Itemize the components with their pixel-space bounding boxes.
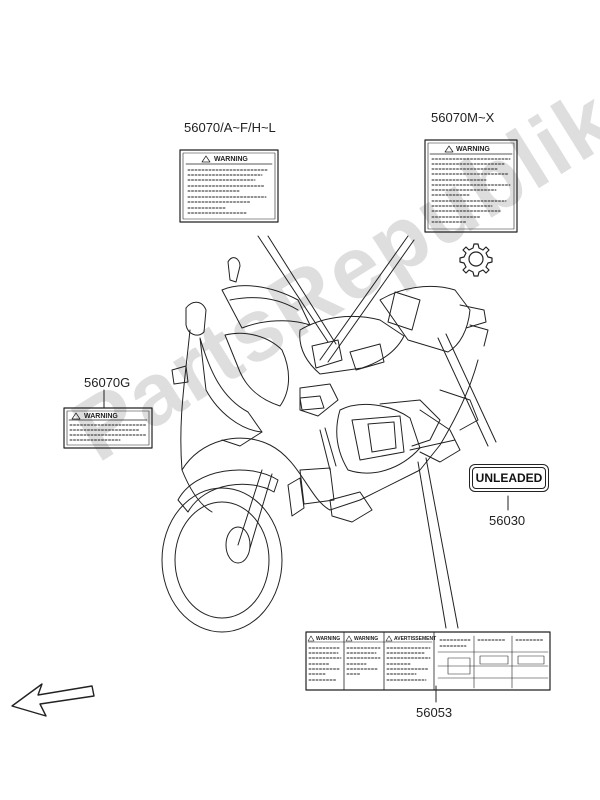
multi-language-label-sticker [305, 631, 551, 691]
part-number-unleaded: 56030 [489, 513, 526, 528]
warning-label-sticker-g [63, 407, 153, 449]
unleaded-text: UNLEADED [472, 467, 546, 489]
gear-icon [459, 243, 493, 277]
sticker-g-warning-text: WARNING [84, 413, 118, 420]
part-number-warning-g: 56070G [84, 375, 131, 390]
part-number-multi-label: 56053 [416, 705, 453, 720]
multi-sticker-warning-text-1: WARNING [316, 636, 340, 642]
warning-label-sticker-a [179, 149, 279, 223]
leader-lines [103, 235, 509, 703]
unleaded-label-sticker: UNLEADED [469, 464, 549, 492]
multi-sticker-warning-text-2: WARNING [354, 636, 378, 642]
multi-sticker-avertissement-text: AVERTISSEMENT [394, 636, 436, 642]
part-number-warning-a: 56070/A~F/H~L [184, 120, 276, 135]
sticker-a-warning-text: WARNING [214, 156, 248, 163]
warning-label-sticker-m [424, 139, 518, 233]
motorcycle-outline [161, 257, 489, 633]
front-direction-arrow-icon [11, 683, 95, 717]
part-number-warning-m: 56070M~X [431, 110, 495, 125]
sticker-m-warning-text: WARNING [456, 146, 490, 153]
